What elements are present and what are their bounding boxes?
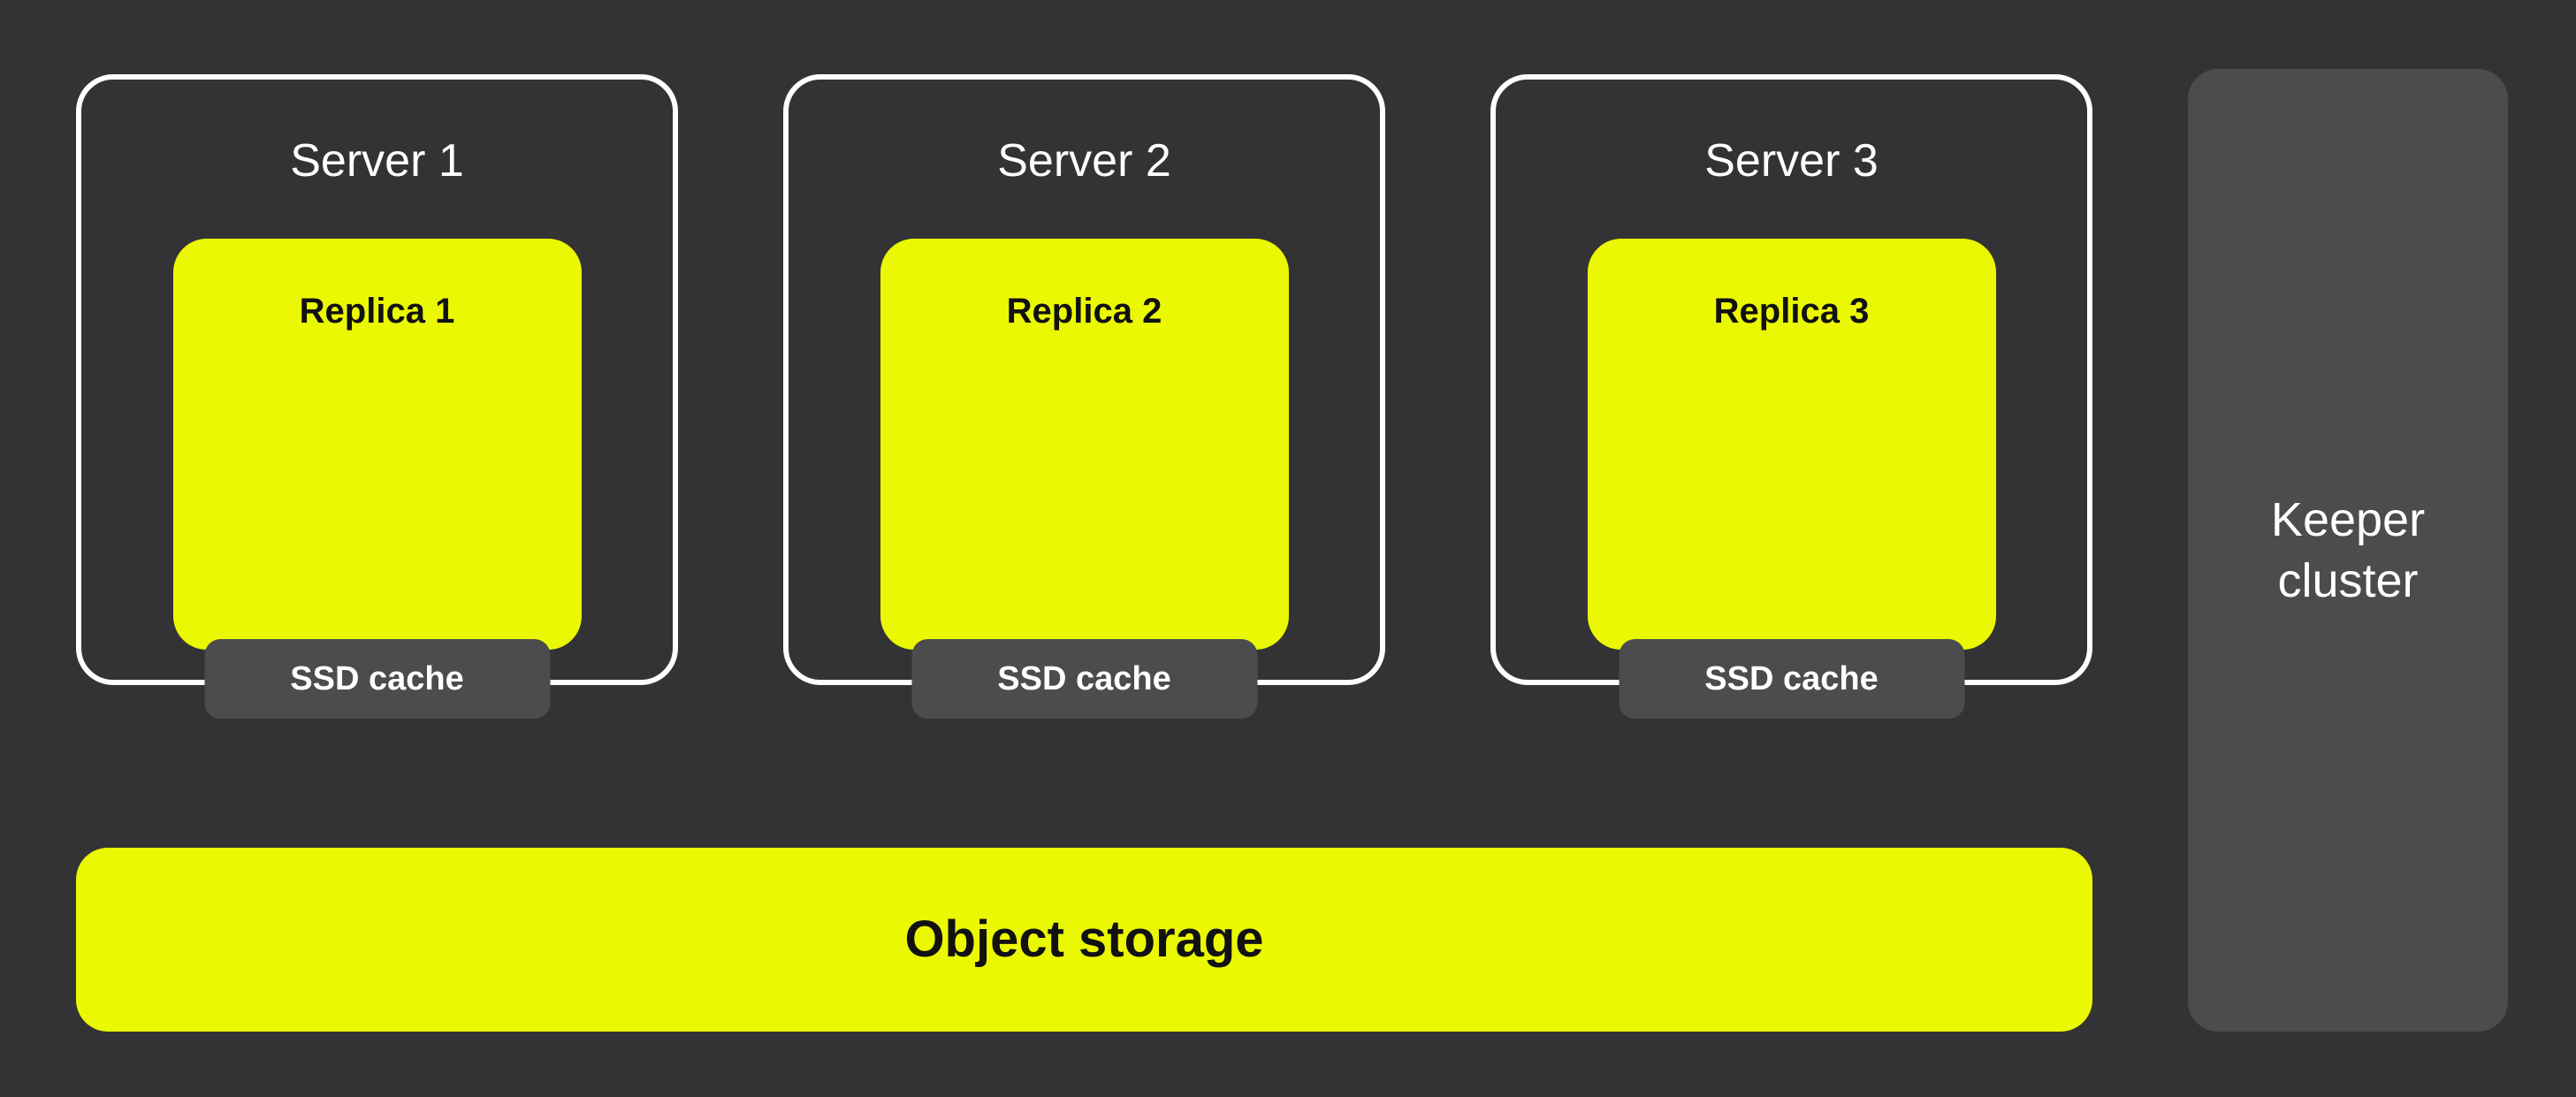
replica-box: Replica 2: [880, 239, 1289, 650]
ssd-cache-label: SSD cache: [997, 660, 1171, 697]
server-card-2: Server 2 Replica 2 SSD cache: [783, 74, 1385, 719]
server-title: Server 3: [1704, 135, 1879, 187]
ssd-cache-box: SSD cache: [911, 639, 1257, 719]
object-storage-label: Object storage: [904, 910, 1264, 968]
server-card-3: Server 3 Replica 3 SSD cache: [1490, 74, 2092, 719]
object-storage-box: Object storage: [76, 848, 2092, 1032]
server-card-1: Server 1 Replica 1 SSD cache: [76, 74, 678, 719]
replica-label: Replica 1: [299, 292, 455, 331]
replica-box: Replica 3: [1587, 239, 1996, 650]
ssd-cache-box: SSD cache: [204, 639, 550, 719]
keeper-cluster-box: Keeper cluster: [2188, 69, 2508, 1032]
server-title: Server 2: [997, 135, 1171, 187]
replica-box: Replica 1: [172, 239, 582, 650]
replica-label: Replica 3: [1713, 292, 1870, 331]
keeper-cluster-label: Keeper cluster: [2270, 493, 2426, 607]
server-title: Server 1: [290, 135, 464, 187]
ssd-cache-box: SSD cache: [1619, 639, 1964, 719]
ssd-cache-label: SSD cache: [290, 660, 464, 697]
replica-label: Replica 2: [1006, 292, 1162, 331]
ssd-cache-label: SSD cache: [1704, 660, 1879, 697]
